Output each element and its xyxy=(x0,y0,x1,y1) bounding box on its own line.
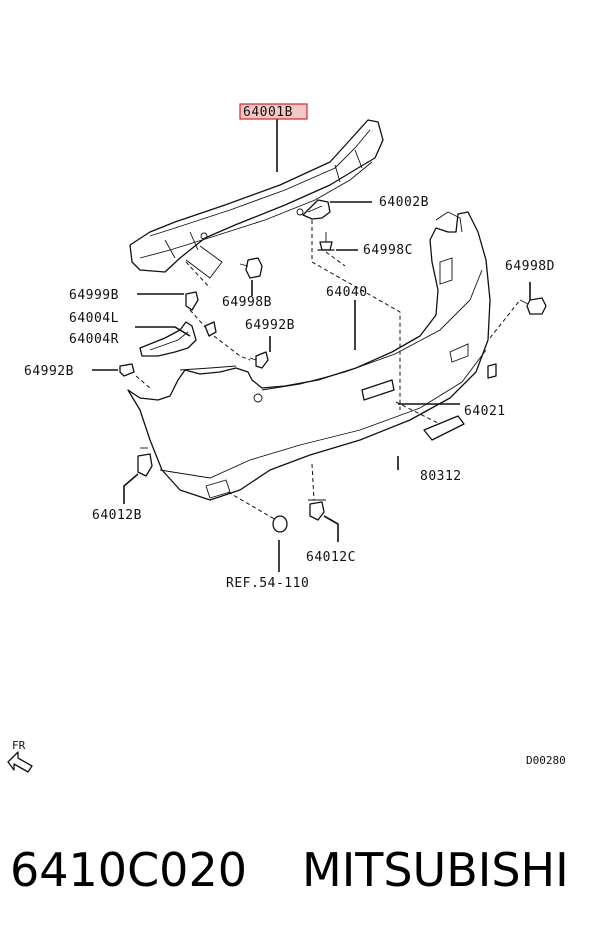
label-64998c[interactable]: 64998C xyxy=(363,243,413,258)
clip-64999b[interactable] xyxy=(185,291,199,311)
bumper-cover[interactable] xyxy=(127,211,491,501)
bumper-reinforcement[interactable] xyxy=(129,119,384,279)
label-64012b[interactable]: 64012B xyxy=(92,508,142,523)
arrow-icon xyxy=(7,751,33,773)
clip-64012c[interactable] xyxy=(308,499,326,521)
label-64002b[interactable]: 64002B xyxy=(379,195,429,210)
label-80312[interactable]: 80312 xyxy=(420,469,462,484)
clip-64012b[interactable] xyxy=(137,447,153,477)
bumper-bracket[interactable] xyxy=(302,199,331,220)
ref-cap[interactable] xyxy=(272,515,288,533)
label-64012c[interactable]: 64012C xyxy=(306,550,356,565)
label-ref[interactable]: REF.54-110 xyxy=(226,576,309,591)
front-direction-indicator: FR xyxy=(7,739,33,773)
plate-64021[interactable] xyxy=(361,363,497,401)
label-64004r[interactable]: 64004R xyxy=(69,332,119,347)
diagram-code: D00280 xyxy=(526,754,566,767)
clip-64998b[interactable] xyxy=(239,257,263,279)
label-64999b[interactable]: 64999B xyxy=(69,288,119,303)
clip-64998c[interactable] xyxy=(317,232,335,251)
label-64998d[interactable]: 64998D xyxy=(505,259,555,274)
label-64992b-left[interactable]: 64992B xyxy=(24,364,74,379)
screw-64992b-left[interactable] xyxy=(119,363,135,377)
label-64021[interactable]: 64021 xyxy=(464,404,506,419)
reflector[interactable] xyxy=(423,415,465,441)
clip-64998d[interactable] xyxy=(519,297,547,315)
screw-64992b-right[interactable] xyxy=(249,351,269,369)
label-64004l[interactable]: 64004L xyxy=(69,311,119,326)
direction-label: FR xyxy=(12,739,26,752)
leader-lines xyxy=(92,118,531,572)
brand-name: MITSUBISHI xyxy=(302,843,569,897)
side-bracket[interactable] xyxy=(139,321,217,357)
label-64040[interactable]: 64040 xyxy=(326,285,368,300)
highlight-64001b xyxy=(239,103,308,120)
part-number: 6410C020 xyxy=(10,843,247,897)
label-64001b[interactable]: 64001B xyxy=(243,105,293,120)
label-64998b[interactable]: 64998B xyxy=(222,295,272,310)
label-64992b-right[interactable]: 64992B xyxy=(245,318,295,333)
